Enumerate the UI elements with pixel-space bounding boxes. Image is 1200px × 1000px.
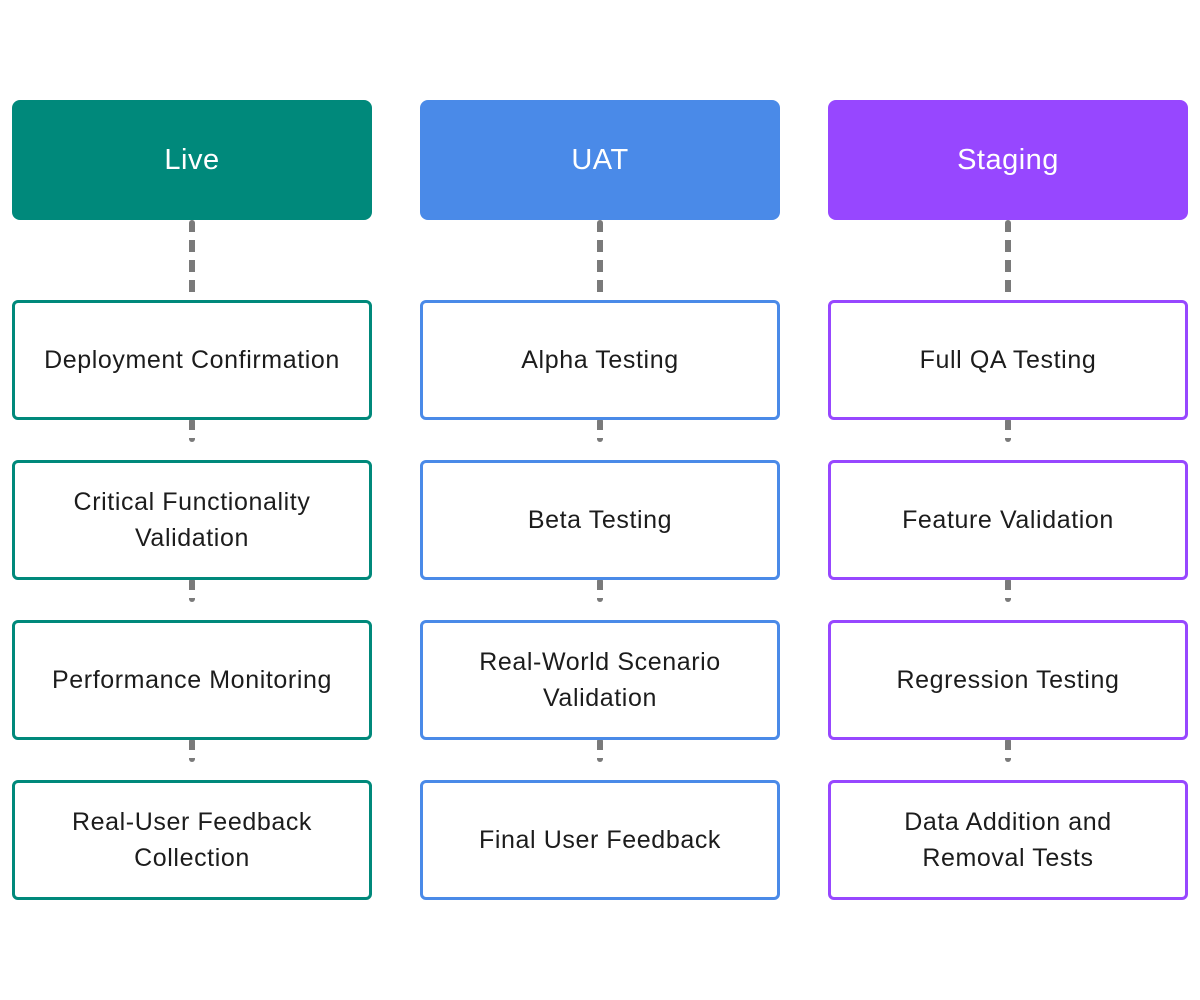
step-box: Deployment Confirmation — [12, 300, 372, 420]
connector-dashed — [189, 418, 195, 442]
step-box: Regression Testing — [828, 620, 1188, 740]
column-live: Live Deployment Confirmation Critical Fu… — [12, 100, 372, 900]
connector-dashed — [1005, 578, 1011, 602]
connector-dashed — [1005, 738, 1011, 762]
connector-dashed — [189, 738, 195, 762]
step-box: Critical Functionality Validation — [12, 460, 372, 580]
connector-dashed — [597, 578, 603, 602]
connector-dashed — [1005, 418, 1011, 442]
step-box: Data Addition and Removal Tests — [828, 780, 1188, 900]
column-header-live: Live — [12, 100, 372, 220]
connector-dashed — [597, 418, 603, 442]
step-box: Real-World Scenario Validation — [420, 620, 780, 740]
connector-dashed — [189, 578, 195, 602]
step-box: Alpha Testing — [420, 300, 780, 420]
column-uat: UAT Alpha Testing Beta Testing Real-Worl… — [420, 100, 780, 900]
step-box: Feature Validation — [828, 460, 1188, 580]
step-box: Beta Testing — [420, 460, 780, 580]
column-header-uat: UAT — [420, 100, 780, 220]
step-box: Full QA Testing — [828, 300, 1188, 420]
column-staging: Staging Full QA Testing Feature Validati… — [828, 100, 1188, 900]
step-box: Final User Feedback — [420, 780, 780, 900]
connector-dashed — [597, 738, 603, 762]
column-header-staging: Staging — [828, 100, 1188, 220]
step-box: Real-User Feedback Collection — [12, 780, 372, 900]
step-box: Performance Monitoring — [12, 620, 372, 740]
